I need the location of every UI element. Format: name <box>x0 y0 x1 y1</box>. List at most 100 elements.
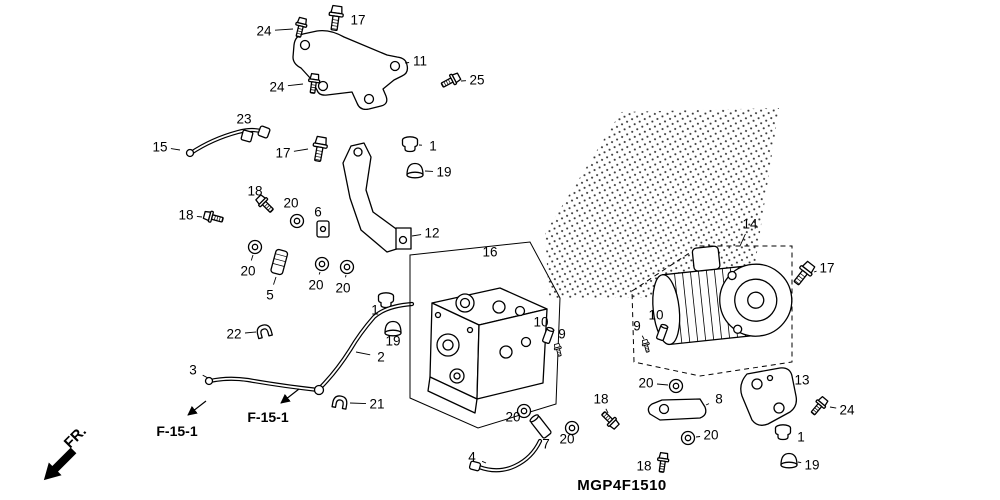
callout-19: 19 <box>436 165 451 180</box>
callout-18: 18 <box>178 208 193 223</box>
callout-9: 9 <box>633 319 641 334</box>
callout-1: 1 <box>371 303 379 318</box>
joint-5 <box>270 248 289 276</box>
stay-12 <box>342 142 412 253</box>
clamp-21 <box>331 394 349 410</box>
mounting-bracket-11 <box>292 29 409 111</box>
leader-line-24 <box>287 83 304 87</box>
callout-20: 20 <box>559 432 574 447</box>
callout-20: 20 <box>505 410 520 425</box>
leader-line-3 <box>202 374 209 379</box>
callout-21: 21 <box>369 397 384 412</box>
leader-line-20 <box>656 383 669 386</box>
bolt-17-stay <box>309 135 330 163</box>
leader-line-18 <box>196 215 203 218</box>
brake-pipe-2 <box>317 301 415 391</box>
callout-24: 24 <box>839 403 855 418</box>
callout-10: 10 <box>533 315 548 330</box>
bolt-18-bottom <box>655 451 671 474</box>
pipe-joint <box>313 384 325 396</box>
leader-line-20 <box>695 436 701 438</box>
leader-line-19 <box>797 461 802 464</box>
leader-line-20 <box>250 254 254 261</box>
callout-19: 19 <box>804 458 819 473</box>
rubber-mount-1-top <box>401 136 419 153</box>
leader-line-15 <box>170 148 181 151</box>
callout-19: 19 <box>385 334 400 349</box>
leader-line-21 <box>349 402 367 405</box>
brake-hose-4 <box>468 438 543 473</box>
callout-5: 5 <box>266 288 274 303</box>
callout-4: 4 <box>468 450 476 465</box>
fr-direction-label: FR. <box>61 423 90 452</box>
washer-20-e <box>668 378 684 394</box>
washer-20-f <box>680 430 696 446</box>
callout-17: 17 <box>819 261 834 276</box>
callout-12: 12 <box>424 226 439 241</box>
pump-assembly-14 <box>652 245 793 346</box>
callout-24: 24 <box>269 80 285 95</box>
leader-line-22 <box>244 331 257 334</box>
callout-7: 7 <box>542 437 550 452</box>
washer-20-d <box>339 259 355 275</box>
leader-line-14 <box>739 233 746 247</box>
callout-18: 18 <box>247 184 262 199</box>
grommet-19-right <box>780 452 798 469</box>
leader-line-18 <box>605 408 609 414</box>
rubber-mount-1-right <box>774 424 792 441</box>
callout-9: 9 <box>558 327 566 342</box>
callout-18: 18 <box>636 459 651 474</box>
callout-20: 20 <box>638 376 653 391</box>
callout-18: 18 <box>593 392 608 407</box>
grommet-19-top <box>406 162 424 179</box>
leader-line-24 <box>274 28 294 31</box>
callout-11: 11 <box>413 54 427 69</box>
callout-22: 22 <box>226 327 241 342</box>
callout-23: 23 <box>236 112 251 127</box>
callout-F-15-1: F-15-1 <box>156 423 197 439</box>
callout-20: 20 <box>283 196 298 211</box>
callout-13: 13 <box>794 373 809 388</box>
diagram-code: MGP4F1510 <box>577 477 667 494</box>
modulator-group-outline <box>409 241 561 429</box>
ref-arrow-f15-b <box>187 400 207 416</box>
callout-20: 20 <box>335 281 350 296</box>
leader-line-17 <box>813 270 817 273</box>
callout-8: 8 <box>715 392 723 407</box>
pump-dashed-box <box>631 245 793 377</box>
washer-20-a <box>289 213 305 229</box>
callout-1: 1 <box>797 430 805 445</box>
callout-17: 17 <box>275 146 290 161</box>
pipe-clip-23 <box>240 129 254 143</box>
leader-line-9 <box>641 335 645 340</box>
leader-line-24 <box>829 406 837 409</box>
bolt-24-right <box>808 394 831 418</box>
bolt-18-left <box>202 208 225 226</box>
callout-F-15-1: F-15-1 <box>247 409 288 425</box>
leader-line-5 <box>273 276 277 285</box>
callout-6: 6 <box>314 205 322 220</box>
leader-line-17 <box>293 148 309 152</box>
leader-line-20 <box>318 271 321 275</box>
washer-20-c <box>314 256 330 272</box>
callout-10: 10 <box>648 308 663 323</box>
bolt-17-top <box>326 4 345 32</box>
leader-line-8 <box>705 403 710 406</box>
stay-13 <box>740 367 798 426</box>
abs-modulator-16 <box>427 287 548 414</box>
washer-20-b <box>247 239 263 255</box>
bracket-8 <box>647 398 707 421</box>
leader-line-12 <box>411 234 422 237</box>
callout-3: 3 <box>189 363 197 378</box>
brake-pipe-15 <box>185 125 271 158</box>
callout-14: 14 <box>742 217 758 232</box>
callout-20: 20 <box>240 264 255 279</box>
callout-24: 24 <box>256 24 272 39</box>
leader-line-20 <box>345 274 347 278</box>
callout-20: 20 <box>308 278 323 293</box>
rubber-mount-1-mid <box>377 292 395 309</box>
leader-line-2 <box>355 351 371 356</box>
leader-line-11 <box>404 62 410 64</box>
